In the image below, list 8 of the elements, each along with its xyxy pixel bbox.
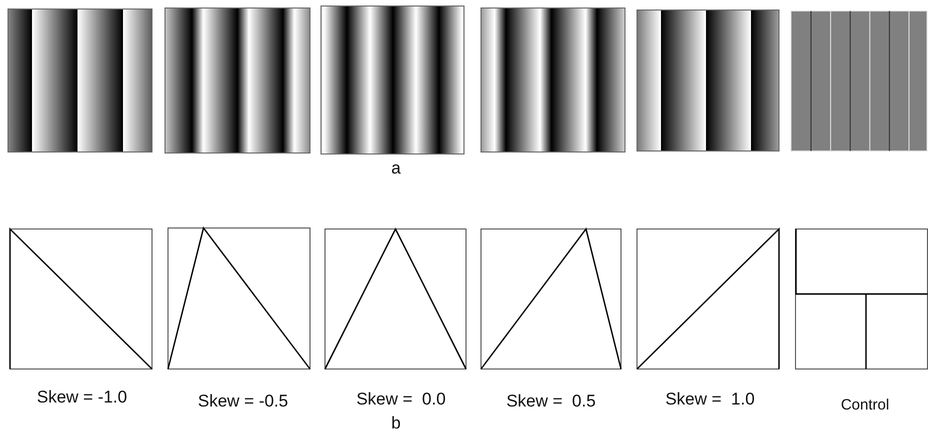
skew-caption: Skew = 1.0	[665, 390, 755, 408]
skew-caption: Skew = 0.5	[506, 392, 596, 410]
skew-caption: Skew = 0.0	[356, 390, 446, 408]
skew-caption: Skew = -0.5	[198, 392, 288, 410]
panel-label: b	[391, 414, 401, 432]
panel-label: a	[391, 160, 401, 176]
skew-caption: Skew = -1.0	[36, 388, 128, 406]
control-caption: Control	[840, 398, 890, 412]
